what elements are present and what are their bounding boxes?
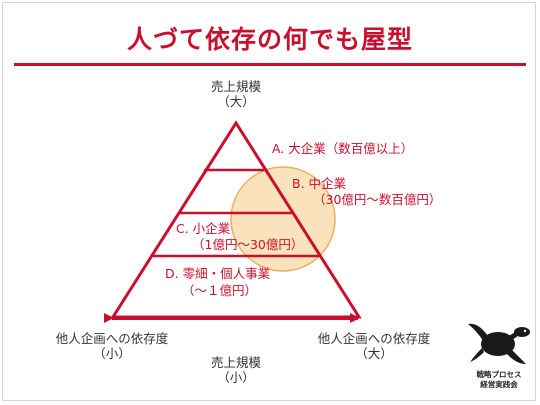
slide-frame	[2, 2, 536, 401]
axis-right-line1: 他人企画への依存度	[317, 331, 431, 346]
axis-left-label: 他人企画への依存度 （小）	[42, 331, 182, 361]
tier-b-range: （30億円～数百億円）	[313, 192, 442, 207]
tier-d-range: （～１億円）	[182, 283, 258, 298]
logo-line1: 戦略プロセス	[476, 370, 522, 379]
page-title: 人づて依存の何でも屋型	[126, 25, 413, 54]
axis-top-line1: 売上規模	[210, 79, 261, 94]
axis-left-line2: （小）	[93, 346, 131, 361]
logo-text: 戦略プロセス 経営実践会	[462, 370, 536, 390]
tier-b-label: B. 中企業	[292, 176, 347, 191]
axis-bottom-line2: （小）	[217, 370, 255, 385]
highlight-circle	[230, 166, 336, 272]
tier-c-range: （1億円～30億円）	[192, 237, 304, 252]
tier-c-label: C. 小企業	[176, 221, 231, 236]
tier-d-label: D. 零細・個人事業	[165, 266, 271, 281]
logo-line2: 経営実践会	[480, 380, 518, 389]
axis-right-line2: （大）	[355, 346, 393, 361]
title-underline	[14, 63, 526, 66]
axis-top-label: 売上規模 （大）	[176, 79, 296, 109]
axis-left-line1: 他人企画への依存度	[55, 331, 169, 346]
turtle-icon	[468, 323, 530, 364]
tier-a-label: A. 大企業（数百億以上）	[272, 141, 414, 156]
axis-top-line2: （大）	[217, 94, 255, 109]
axis-right-label: 他人企画への依存度 （大）	[304, 331, 444, 361]
axis-bottom-label: 売上規模 （小）	[176, 355, 296, 385]
axis-bottom-line1: 売上規模	[210, 355, 261, 370]
